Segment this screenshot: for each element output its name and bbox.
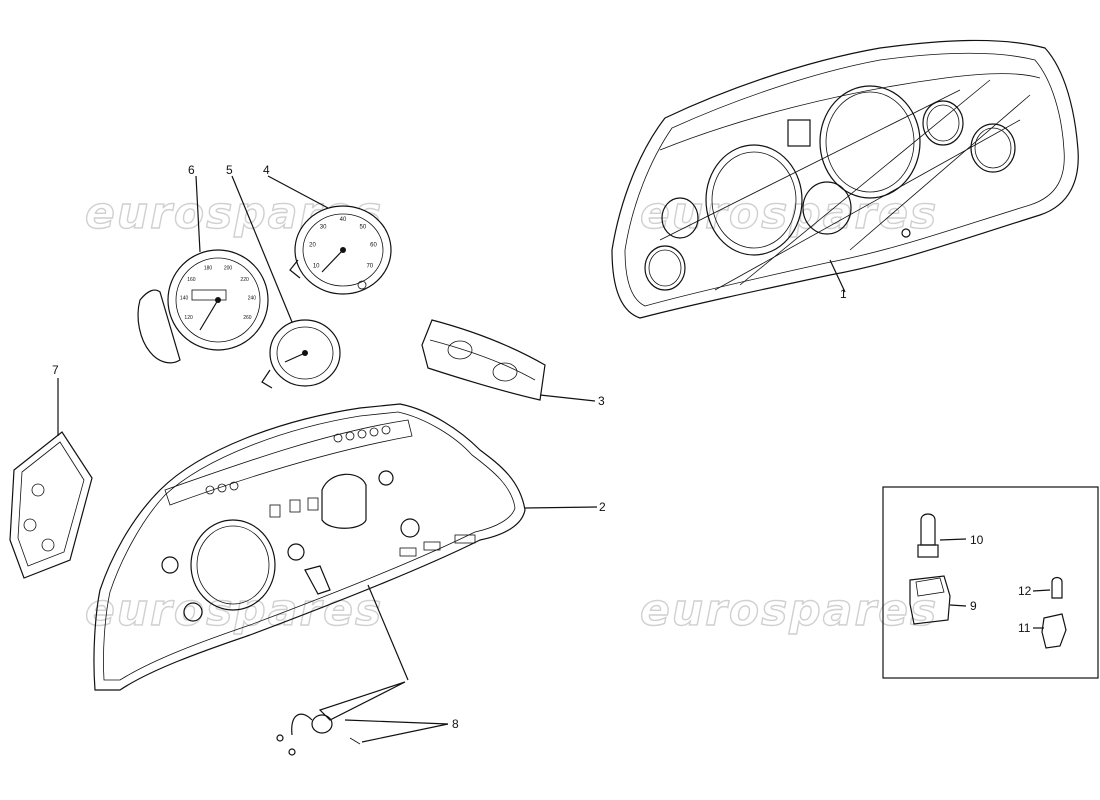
cluster-warning-lights [205, 425, 391, 495]
callout-2: 2 [599, 500, 606, 514]
gauge-tick-label: 10 [313, 264, 320, 270]
gauge-tick-label: 40 [340, 217, 347, 223]
callout-9: 9 [970, 599, 977, 613]
callout-labels: 1 2 3 4 5 6 7 8 9 10 11 12 [52, 163, 1032, 731]
watermark-text: eurospares [640, 188, 938, 239]
callout-7: 7 [52, 363, 59, 377]
part-1-instrument-cluster-assembly[interactable] [611, 39, 1079, 319]
callout-6: 6 [188, 163, 195, 177]
part-2-cluster-housing[interactable] [93, 403, 598, 691]
part-4-tachometer[interactable]: 10 20 30 40 50 60 70 [267, 175, 392, 295]
gauge-tick-label: 240 [248, 296, 257, 302]
part-10-bulb[interactable] [917, 513, 967, 558]
gauge-tick-label: 180 [204, 266, 213, 272]
part-7-side-warning-panel[interactable] [9, 378, 93, 579]
callout-11: 11 [1018, 621, 1031, 635]
part-6-speedometer[interactable]: 120 140 160 180 200 220 240 260 [137, 175, 269, 364]
callout-3: 3 [598, 394, 605, 408]
part-5-small-gauge[interactable] [231, 175, 341, 389]
gauge-tick-label: 140 [180, 296, 189, 302]
speedometer-tick-labels: 120 140 160 180 200 220 240 260 [180, 266, 256, 322]
callout-10: 10 [970, 533, 984, 547]
callout-12: 12 [1018, 584, 1032, 598]
callout-4: 4 [263, 163, 270, 177]
inset-bulbs-and-holders [882, 486, 1099, 679]
gauge-tick-label: 260 [243, 315, 252, 321]
watermark-group: eurospares eurospares eurospares eurospa… [84, 187, 938, 636]
gauge-tick-label: 70 [366, 264, 373, 270]
callout-5: 5 [226, 163, 233, 177]
gauge-tick-label: 20 [309, 243, 316, 249]
part-8-wiring-harness[interactable] [276, 584, 449, 756]
part-11-small-bulb-holder[interactable] [1033, 613, 1067, 649]
callout-1: 1 [840, 287, 847, 301]
callout-8: 8 [452, 717, 459, 731]
gauge-tick-label: 30 [320, 224, 327, 230]
tachometer-tick-labels: 10 20 30 40 50 60 70 [309, 217, 377, 270]
gauge-tick-label: 160 [187, 277, 196, 283]
gauge-tick-label: 120 [184, 315, 193, 321]
watermark-text: eurospares [640, 585, 938, 636]
gauge-tick-label: 50 [360, 224, 367, 230]
part-3-auxiliary-gauge-panel[interactable] [421, 319, 596, 402]
gauge-tick-label: 60 [370, 243, 377, 249]
part-12-small-bulb[interactable] [1032, 576, 1063, 599]
part-9-bulb-holder[interactable] [909, 575, 967, 625]
gauge-tick-label: 200 [224, 266, 233, 272]
gauge-tick-label: 220 [240, 277, 249, 283]
